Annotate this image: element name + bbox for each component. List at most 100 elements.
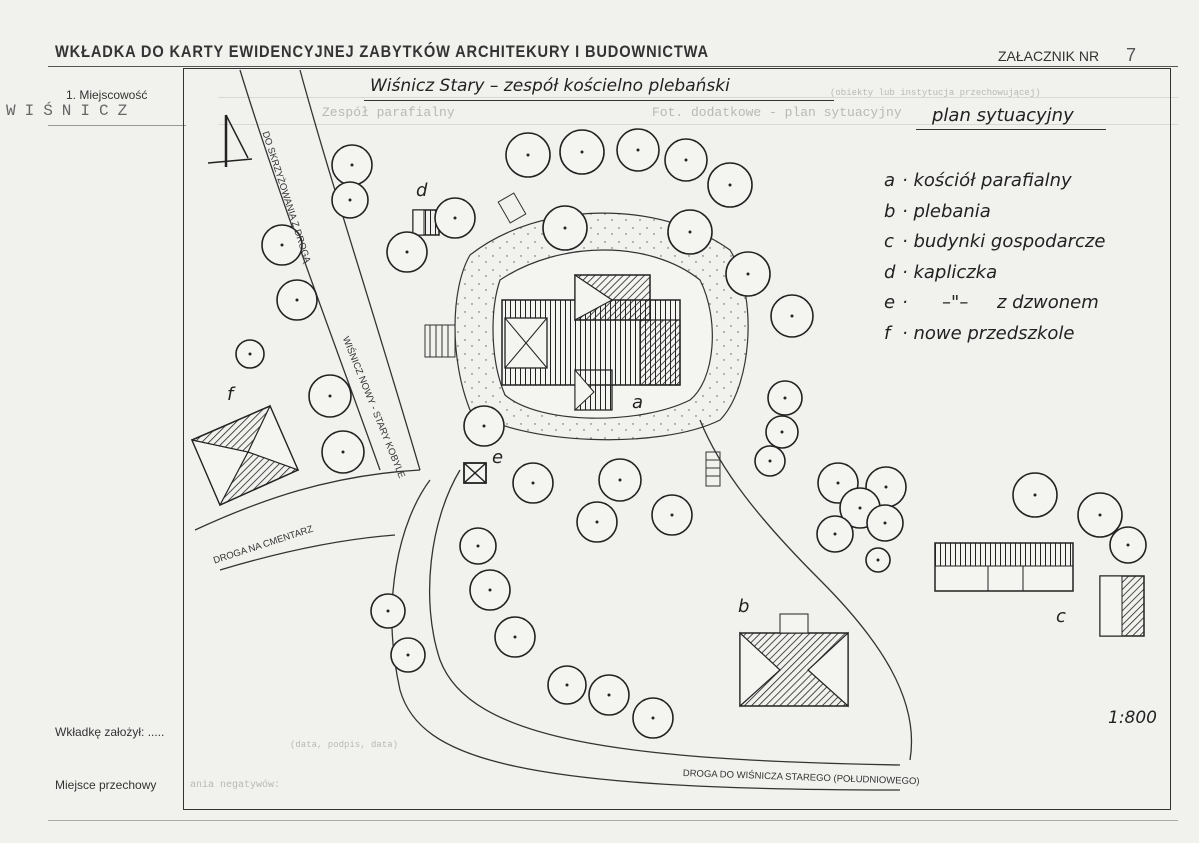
legend-key: b <box>884 200 896 222</box>
tree-center-dot <box>406 653 410 657</box>
legend-item-c: c · budynki gospodarcze <box>884 227 1105 258</box>
created-by-label: Wkładkę założył: ..... <box>55 725 165 739</box>
bleed-through-text-neg: ania negatywów: <box>190 780 281 791</box>
bleed-through-text-sig: (data, podpis, data) <box>290 740 399 750</box>
bleed-through-text-top: (obiekty lub instytucja przechowującej) <box>830 88 1041 98</box>
tree-center-dot <box>513 635 517 639</box>
label-a: a <box>632 392 644 413</box>
stairs <box>424 192 721 487</box>
tree-center-dot <box>780 430 784 434</box>
legend-text: · plebania <box>902 200 991 222</box>
legend-key: d <box>884 261 896 283</box>
tree-center-dot <box>684 158 688 162</box>
tree-center-dot <box>836 481 840 485</box>
tree-center-dot <box>595 520 599 524</box>
scale-label: 1:800 <box>1108 708 1157 728</box>
tree-center-dot <box>1033 493 1037 497</box>
trees <box>235 128 1147 739</box>
tree-center-dot <box>386 609 390 613</box>
tree-center-dot <box>1126 543 1130 547</box>
tree-center-dot <box>1098 513 1102 517</box>
plan-subtitle-underline <box>916 129 1106 130</box>
tree-center-dot <box>876 558 880 562</box>
storage-label: Miejsce przechowy <box>55 778 157 792</box>
tree-center-dot <box>341 450 345 454</box>
document-title: WKŁADKA DO KARTY EWIDENCYJNEJ ZABYTKÓW A… <box>55 42 709 61</box>
legend-item-e: e · –"– z dzwonem <box>884 288 1105 319</box>
tree-center-dot <box>580 150 584 154</box>
tree-center-dot <box>884 485 888 489</box>
tree-center-dot <box>482 424 486 428</box>
tree-center-dot <box>768 459 772 463</box>
label-c: c <box>1056 606 1066 627</box>
tree-center-dot <box>565 683 569 687</box>
plan-frame <box>183 68 1171 810</box>
legend-key: e <box>884 292 896 313</box>
bleed-through-text-right: Fot. dodatkowe - plan sytuacyjny <box>652 105 902 120</box>
plan-title: Wiśnicz Stary – zespół kościelno plebańs… <box>370 76 730 96</box>
farm-buildings-c <box>934 542 1145 637</box>
legend: a · kościół parafialny b · plebania c · bud… <box>884 166 1105 349</box>
label-e: e <box>492 447 504 468</box>
label-f: f <box>227 384 234 405</box>
header-rule <box>48 66 1178 67</box>
label-d: d <box>416 180 428 201</box>
legend-text: · budynki gospodarcze <box>902 231 1106 252</box>
tree-center-dot <box>348 198 352 202</box>
plan-title-underline <box>364 100 834 101</box>
tree-center-dot <box>476 544 480 548</box>
tree-center-dot <box>607 693 611 697</box>
legend-item-f: f · nowe przedszkole <box>884 319 1105 350</box>
roads <box>194 69 913 791</box>
tree-center-dot <box>618 478 622 482</box>
kindergarten-building-f <box>190 404 300 507</box>
annex-label: ZAŁACZNIK NR <box>998 48 1100 64</box>
locality-rule <box>48 125 186 126</box>
tree-center-dot <box>563 226 567 230</box>
north-arrow-icon <box>207 114 253 167</box>
bleed-through-text-left: Zespół parafialny <box>322 105 455 120</box>
parsonage-building-b <box>739 613 849 708</box>
bottom-rule <box>48 820 1178 821</box>
tree-center-dot <box>651 716 655 720</box>
annex-number: 7 <box>1126 45 1137 65</box>
tree-center-dot <box>248 352 252 356</box>
label-b: b <box>738 596 750 617</box>
bell-chapel-building-e <box>463 462 487 484</box>
legend-item-a: a · kościół parafialny <box>884 166 1105 197</box>
tree-center-dot <box>783 396 787 400</box>
tree-center-dot <box>405 250 409 254</box>
tree-center-dot <box>488 588 492 592</box>
tree-center-dot <box>295 298 299 302</box>
tree-center-dot <box>350 163 354 167</box>
legend-key: c <box>884 231 894 252</box>
legend-key: a <box>884 170 896 191</box>
legend-text: · kapliczka <box>902 261 998 283</box>
locality-label: 1. Miejscowość <box>66 88 148 102</box>
plan-subtitle: plan sytuacyjny <box>932 105 1074 126</box>
tree-center-dot <box>636 148 640 152</box>
tree-center-dot <box>790 314 794 318</box>
legend-text: · nowe przedszkole <box>902 322 1075 344</box>
tree-center-dot <box>526 153 530 157</box>
tree-center-dot <box>728 183 732 187</box>
locality-value: WIŚNICZ <box>6 102 137 120</box>
tree-center-dot <box>453 216 457 220</box>
bleed-through-row <box>218 97 1178 125</box>
tree-center-dot <box>746 272 750 276</box>
tree-center-dot <box>328 394 332 398</box>
tree-center-dot <box>280 243 284 247</box>
legend-item-d: d · kapliczka <box>884 258 1105 289</box>
tree-center-dot <box>531 481 535 485</box>
legend-key: f <box>884 322 891 344</box>
tree-center-dot <box>833 532 837 536</box>
legend-text: · –"– z dzwonem <box>902 292 1099 313</box>
tree-center-dot <box>670 513 674 517</box>
legend-item-b: b · plebania <box>884 197 1105 228</box>
legend-text: · kościół parafialny <box>902 170 1072 191</box>
church-building-a <box>501 273 681 412</box>
tree-center-dot <box>883 521 887 525</box>
tree-center-dot <box>688 230 692 234</box>
tree-center-dot <box>858 506 862 510</box>
